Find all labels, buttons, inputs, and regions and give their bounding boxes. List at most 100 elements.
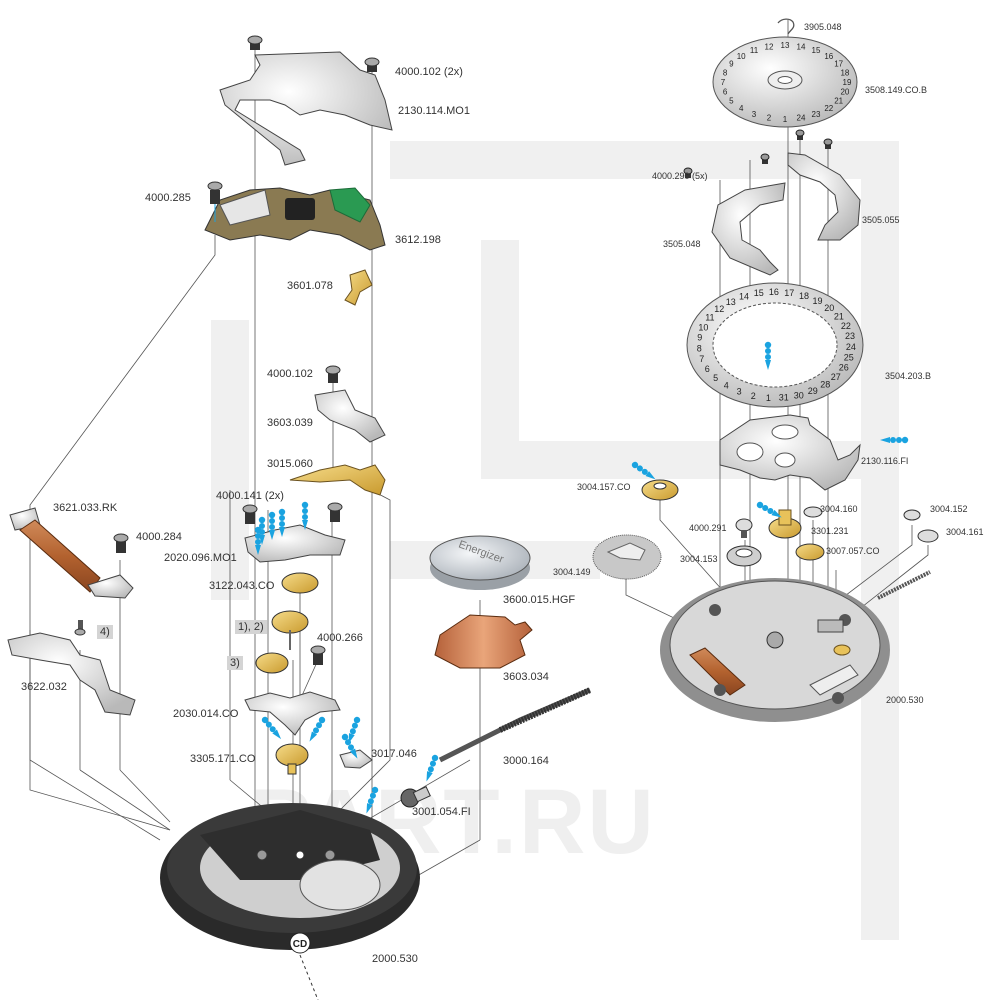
label-3600-015-hgf: 3600.015.HGF xyxy=(503,594,576,606)
disc-number: 3 xyxy=(752,110,757,119)
disc-number: 22 xyxy=(824,104,833,113)
disc-number: 7 xyxy=(721,78,726,87)
disc-number: 9 xyxy=(729,60,734,69)
screw-icon xyxy=(760,153,770,164)
disc-number: 1 xyxy=(766,393,771,403)
screw-icon xyxy=(735,518,753,538)
screw-icon xyxy=(364,57,380,72)
ic-chip xyxy=(285,198,315,220)
label-2020-096-mo1: 2020.096.MO1 xyxy=(164,552,237,564)
main-plate-left: CD xyxy=(160,803,420,1000)
disc-number: 20 xyxy=(840,88,849,97)
oil-drop-icon xyxy=(258,516,266,545)
screw-icon xyxy=(113,533,129,553)
rotor xyxy=(275,743,309,767)
oil-drop-icon xyxy=(301,501,309,530)
wheel-3004-161 xyxy=(917,529,939,543)
disc-number: 19 xyxy=(812,296,822,306)
note-1-2: 1), 2) xyxy=(235,620,267,634)
spring-clip xyxy=(777,18,795,35)
label-3004-160: 3004.160 xyxy=(820,504,858,514)
third-wheel xyxy=(271,610,309,634)
disc-number: 23 xyxy=(812,110,821,119)
disc-number: 24 xyxy=(797,114,806,123)
label-3305-171-co: 3305.171.CO xyxy=(190,753,256,765)
main-plate-right xyxy=(660,578,890,722)
screw-icon xyxy=(247,35,263,50)
label-4000-291: 4000.291 xyxy=(689,523,727,533)
oil-drop-icon xyxy=(348,716,361,744)
disc-number: 15 xyxy=(812,46,821,55)
label-3004-153: 3004.153 xyxy=(680,554,718,564)
label-3004-161: 3004.161 xyxy=(946,527,984,537)
disc-number: 14 xyxy=(739,292,749,302)
date-ring xyxy=(686,282,864,408)
label-4000-284: 4000.284 xyxy=(136,531,182,543)
oil-drop-icon xyxy=(426,754,439,782)
oil-drop-icon xyxy=(254,526,262,555)
yoke xyxy=(289,464,386,496)
label-3017-046: 3017.046 xyxy=(371,748,417,760)
label-4000-141-2x: 4000.141 (2x) xyxy=(216,490,284,502)
oil-drop-icon xyxy=(756,501,782,518)
oil-drop-icon xyxy=(309,716,326,742)
disc-number: 23 xyxy=(845,331,855,341)
disc-number: 24 xyxy=(846,342,856,352)
disc-number: 6 xyxy=(723,88,728,97)
label-3122-043-co: 3122.043.CO xyxy=(209,580,275,592)
battery xyxy=(429,535,531,581)
disc-number: 8 xyxy=(697,343,702,353)
label-4000-102: 4000.102 xyxy=(267,368,313,380)
pin-icon xyxy=(74,620,86,636)
oil-markers xyxy=(254,341,909,814)
minute-wheel xyxy=(795,543,825,561)
disc-number: 16 xyxy=(824,52,833,61)
disc-number: 13 xyxy=(781,41,790,50)
disc-number: 3 xyxy=(737,387,742,397)
contact-spring xyxy=(344,269,373,306)
disc-number: 21 xyxy=(834,311,844,321)
screw-icon xyxy=(683,167,693,178)
oil-drop-icon xyxy=(261,716,282,740)
disc-number: 5 xyxy=(729,97,734,106)
label-2000-530-right: 2000.530 xyxy=(886,695,924,705)
label-2130-114-mo1: 2130.114.MO1 xyxy=(398,105,470,117)
coil-bridge xyxy=(7,632,136,716)
disc-number: 27 xyxy=(831,372,841,382)
disc-number: 22 xyxy=(841,321,851,331)
disc-number: 20 xyxy=(824,303,834,313)
label-3505-055: 3505.055 xyxy=(862,215,900,225)
disc-number: 9 xyxy=(697,333,702,343)
screw-icon xyxy=(325,365,341,383)
oil-drop-icon xyxy=(366,786,379,814)
disc-number: 31 xyxy=(779,393,789,403)
label-3504-203-b: 3504.203.B xyxy=(885,371,932,381)
calendar-plate-left xyxy=(711,182,786,276)
label-3000-164: 3000.164 xyxy=(503,755,549,767)
wheel-3004-152 xyxy=(903,509,921,521)
label-3603-039: 3603.039 xyxy=(267,417,313,429)
disc-number: 21 xyxy=(834,97,843,106)
disc-number: 8 xyxy=(723,68,728,77)
rotor-bridge xyxy=(244,691,341,736)
circuit-green-board xyxy=(329,187,371,223)
train-bridge xyxy=(244,524,346,563)
screw-icon xyxy=(310,645,326,665)
note-3: 3) xyxy=(227,656,243,670)
circuit-cover-plate xyxy=(219,51,393,166)
label-3004-157-co: 3004.157.CO xyxy=(577,482,631,492)
disc-number: 17 xyxy=(834,60,843,69)
label-2030-014-co: 2030.014.CO xyxy=(173,708,239,720)
label-3601-078: 3601.078 xyxy=(287,280,333,292)
disc-number: 13 xyxy=(726,297,736,307)
quartz-crystal xyxy=(219,189,271,226)
disc-number: 1 xyxy=(783,115,788,124)
disc-number: 26 xyxy=(839,363,849,373)
disc-number: 12 xyxy=(765,42,774,51)
disc-number: 19 xyxy=(843,78,852,87)
fourth-wheel xyxy=(281,572,319,594)
oil-drop-icon xyxy=(278,508,286,537)
